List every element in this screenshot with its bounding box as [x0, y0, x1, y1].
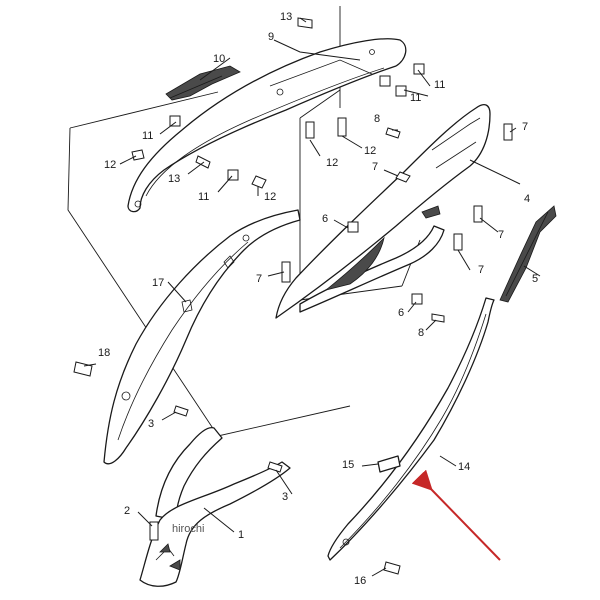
fasteners: [73, 17, 513, 575]
rail-emblem: [165, 65, 241, 101]
callout-17: 17: [152, 277, 164, 289]
callout-7: 7: [256, 273, 262, 285]
callout-7: 7: [498, 229, 504, 241]
callout-5: 5: [532, 273, 538, 285]
callout-6: 6: [322, 213, 328, 225]
callout-labels: 13 9 10 11 11 11 11 12 12 12 12 13 8 8 7…: [98, 11, 538, 587]
callout-12: 12: [104, 159, 116, 171]
watermark: hirochi: [172, 523, 204, 535]
front-lower-cover: [139, 426, 291, 587]
callout-7: 7: [372, 161, 378, 173]
callout-7: 7: [478, 264, 484, 276]
pointer-arrow: [411, 469, 501, 561]
callout-13: 13: [280, 11, 292, 23]
callout-11: 11: [410, 92, 421, 104]
callout-12: 12: [364, 145, 376, 157]
callout-6: 6: [398, 307, 404, 319]
callout-1: 1: [238, 529, 244, 541]
callout-3: 3: [148, 418, 154, 430]
side-panel: [327, 297, 495, 561]
callout-7: 7: [522, 121, 528, 133]
callout-3: 3: [282, 491, 288, 503]
callout-9: 9: [268, 31, 274, 43]
callout-13: 13: [168, 173, 180, 185]
callout-8: 8: [374, 113, 380, 125]
callout-12: 12: [326, 157, 338, 169]
callout-10: 10: [213, 53, 225, 65]
callout-11: 11: [198, 191, 209, 203]
callout-18: 18: [98, 347, 110, 359]
callout-11: 11: [142, 130, 153, 142]
callout-16: 16: [354, 575, 366, 587]
callout-14: 14: [458, 461, 470, 473]
callout-2: 2: [124, 505, 130, 517]
callout-8: 8: [418, 327, 424, 339]
upper-rail-cover: [127, 38, 407, 213]
callout-12: 12: [264, 191, 276, 203]
callout-11: 11: [434, 79, 445, 91]
callout-15: 15: [342, 459, 354, 471]
callout-4: 4: [524, 193, 530, 205]
rear-side-cowl: [275, 103, 491, 319]
cowl-emblem: [499, 205, 557, 303]
small-block: [377, 455, 401, 473]
leader-lines: [83, 17, 541, 577]
inner-leg-panel: [103, 209, 301, 465]
